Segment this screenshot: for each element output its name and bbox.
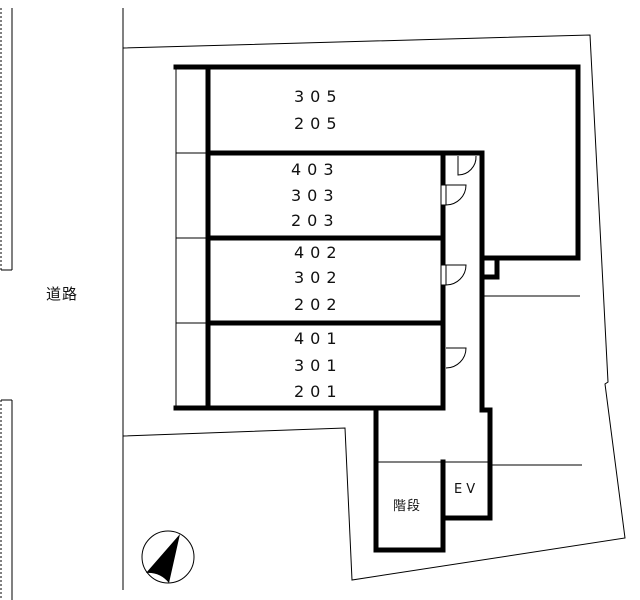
elevator-label: EV [454,482,480,497]
road-label: 道路 [46,285,79,303]
unit-label: 205 [294,114,343,133]
unit-label: 301 [294,356,343,375]
thin-lines [175,66,582,466]
doors [440,155,477,369]
road-edges [0,8,124,600]
unit-label: 303 [291,186,340,205]
unit-label: 401 [294,329,343,348]
unit-label: 203 [291,211,340,230]
unit-label: 201 [294,382,343,401]
stairs-label: 階段 [393,499,422,514]
walls [173,64,581,553]
unit-label: 305 [294,87,343,106]
compass-icon [141,530,195,584]
site-boundary [122,34,626,581]
unit-label: 403 [291,160,340,179]
unit-label: 202 [294,295,343,314]
unit-label: 402 [294,243,343,262]
unit-label: 302 [294,268,343,287]
